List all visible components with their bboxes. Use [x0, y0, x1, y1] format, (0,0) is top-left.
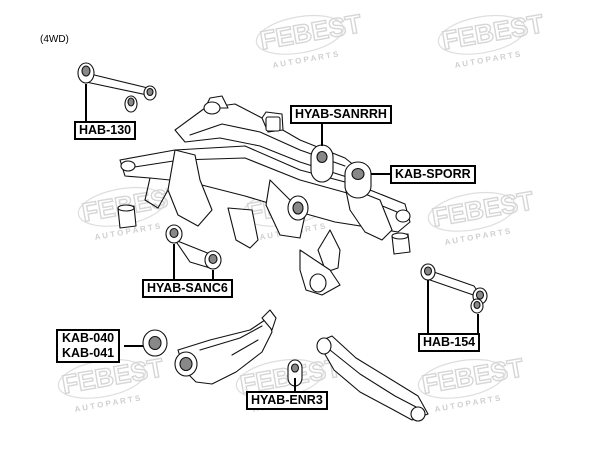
part-label-hab-154[interactable]: HAB-154	[418, 333, 481, 352]
variant-label: (4WD)	[40, 34, 69, 45]
part-label-kab-041: KAB-041	[62, 346, 115, 360]
part-label-kab-sporr[interactable]: KAB-SPORR	[390, 165, 476, 184]
part-drawings	[77, 62, 488, 422]
bushing-kab-040	[142, 329, 168, 357]
part-label-kab-040-041[interactable]: KAB-040 KAB-041	[56, 329, 121, 363]
part-label-hyab-sanc6[interactable]: HYAB-SANC6	[142, 279, 233, 298]
part-label-hyab-sanrrh[interactable]: HYAB-SANRRH	[290, 105, 392, 124]
bushing-loose-right	[391, 232, 411, 255]
bushing-kab-sporr	[344, 161, 372, 199]
bushing-loose-left	[117, 204, 137, 229]
leader-hyab-sanc6	[173, 244, 214, 280]
part-label-hab-130[interactable]: HAB-130	[74, 121, 137, 140]
lateral-arm-right	[420, 263, 488, 314]
bushing-hyab-sanrrh	[310, 144, 334, 183]
part-label-hyab-enr3[interactable]: HYAB-ENR3	[246, 391, 328, 410]
lower-control-arm	[174, 309, 277, 385]
bushing-hyab-enr3	[287, 359, 303, 387]
bushing-hyab-sanc6	[165, 224, 222, 270]
upper-lateral-arm-left	[77, 62, 157, 113]
trailing-arm	[316, 335, 429, 422]
part-label-kab-040: KAB-040	[62, 331, 115, 345]
